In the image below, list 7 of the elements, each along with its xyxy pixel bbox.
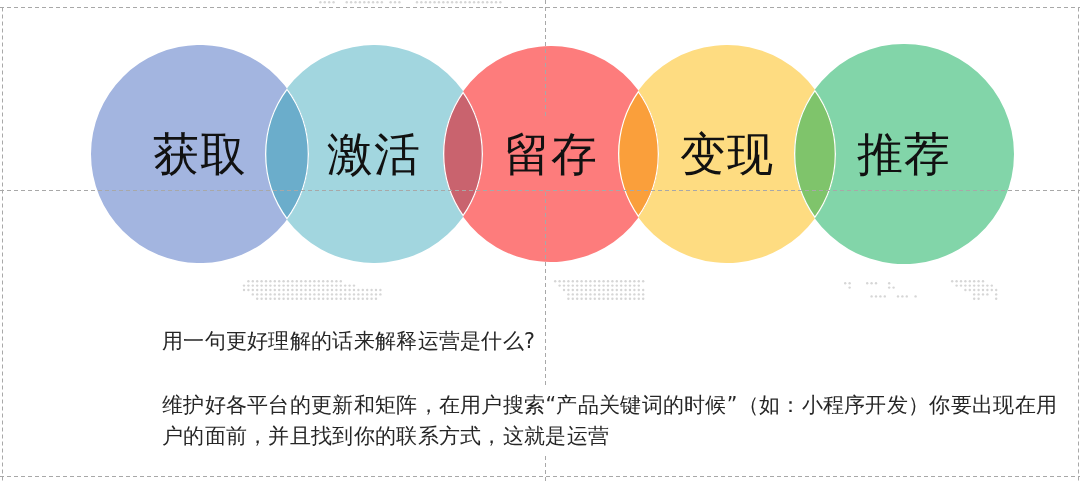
- stage-label: 获取: [153, 128, 247, 180]
- stage-label: 变现: [680, 128, 774, 180]
- question-text: 用一句更好理解的话来解释运营是什么?: [162, 328, 537, 355]
- stage-label: 激活: [327, 128, 421, 180]
- stage-label: 留存: [504, 128, 598, 180]
- stage-label: 推荐: [857, 128, 951, 180]
- answer-paragraph: 维护好各平台的更新和矩阵，在用户搜索“产品关键词的时候”（如：小程序开发）你要出现在用户的面前，并且找到你的联系方式，这就是运营: [162, 392, 1059, 450]
